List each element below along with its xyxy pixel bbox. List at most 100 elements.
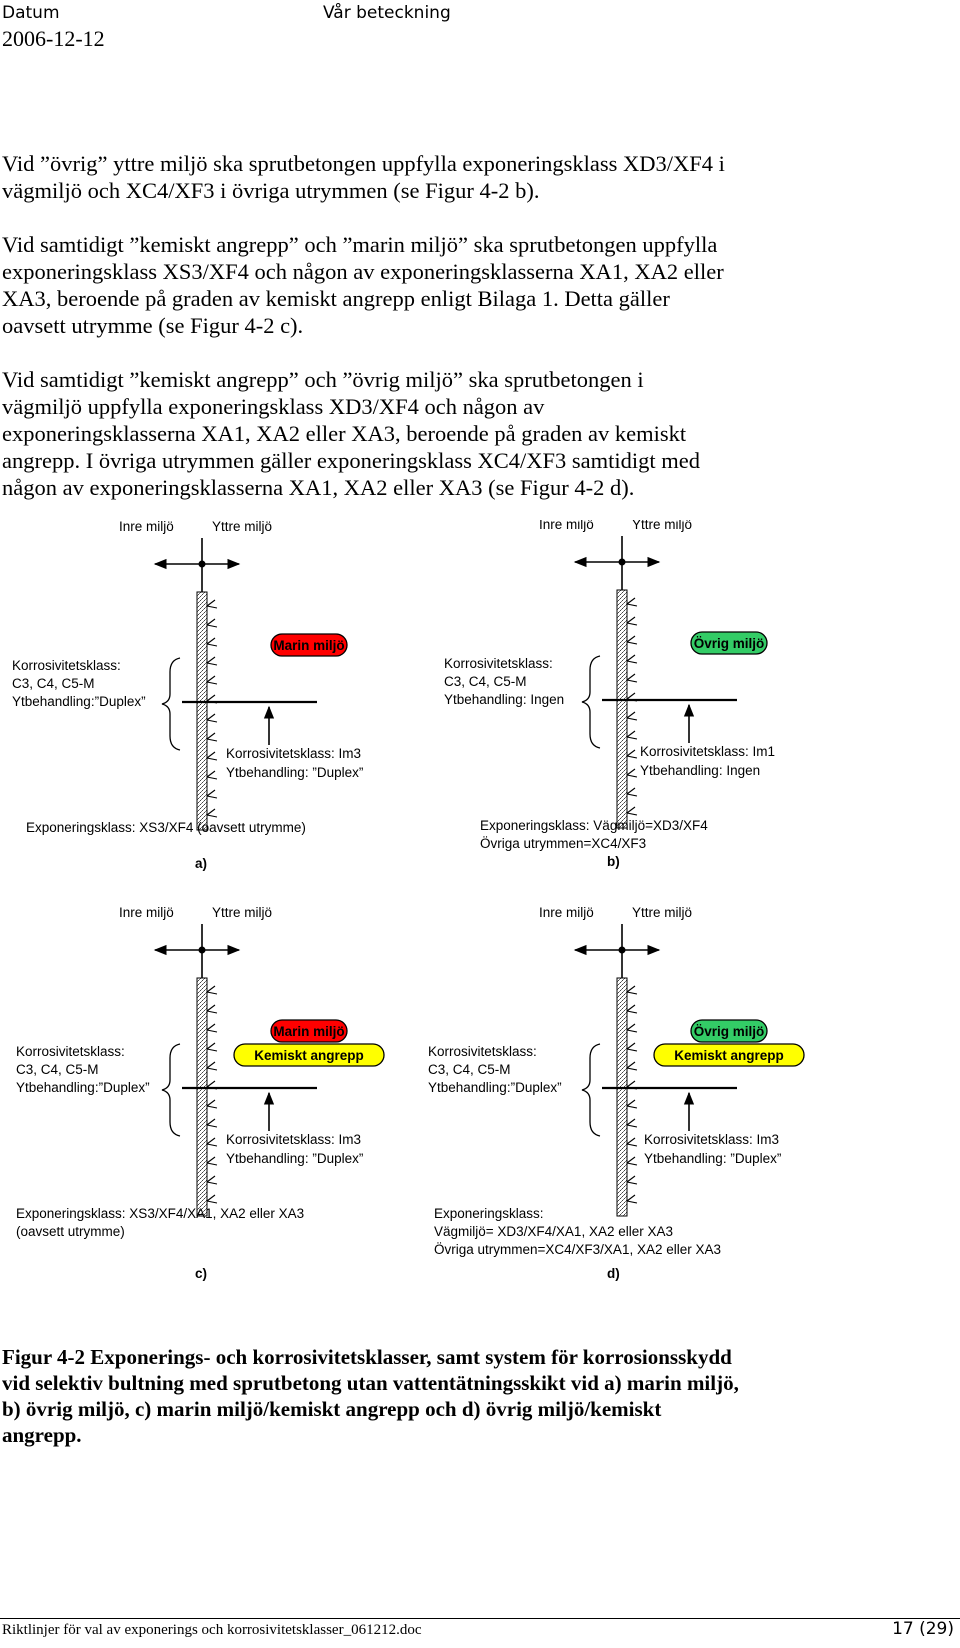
rock-tick-mark [626, 654, 638, 664]
rock-tick-mark [626, 1118, 638, 1128]
rock-tick-mark [626, 806, 638, 816]
left-annotation-line: Ytbehandling: Ingen [444, 692, 564, 707]
outer-environment-label: Yttre miljö [632, 905, 692, 920]
text-line: XA3, beroende på graden av kemiskt angre… [2, 286, 670, 311]
left-brace [161, 657, 181, 751]
text-line: Vid samtidigt ”kemiskt angrepp” och ”övr… [2, 367, 644, 392]
outer-environment-label: Yttre miljö [212, 905, 272, 920]
panel-tag: b) [607, 854, 620, 869]
rock-tick-mark [626, 1099, 638, 1109]
exposure-class-line: Vägmiljö= XD3/XF4/XA1, XA2 eller XA3 [434, 1224, 673, 1239]
footer-filename: Riktlinjer för val av exponerings och ko… [2, 1622, 422, 1638]
right-annotation-line: Korrosivitetsklass: Im3 [226, 1132, 361, 1147]
rock-tick-mark [206, 599, 218, 609]
left-annotation-line: Ytbehandling:”Duplex” [16, 1080, 150, 1095]
rock-tick-mark [206, 770, 218, 780]
environment-badge [233, 1043, 385, 1067]
page-number: 17 (29) [892, 1619, 954, 1639]
rock-tick-mark [206, 751, 218, 761]
rock-tick-mark [206, 789, 218, 799]
text-line: vägmiljö uppfylla exponeringsklass XD3/X… [2, 394, 545, 419]
exposure-class-line: Exponeringsklass: XS3/XF4/XA1, XA2 eller… [16, 1206, 304, 1221]
environment-badge [270, 633, 348, 657]
text-line: angrepp. I övriga utrymmen gäller expone… [2, 448, 700, 473]
rock-tick-mark [626, 1004, 638, 1014]
left-annotation-line: C3, C4, C5-M [16, 1062, 99, 1077]
caption-line: Figur 4-2 Exponerings- och korrosivitets… [2, 1345, 732, 1369]
environment-badge-label: Marin miljö [273, 638, 344, 653]
concrete-wall [196, 591, 208, 831]
inner-environment-label: Inre miljö [539, 905, 594, 920]
var-beteckning-label: Vår beteckning [323, 3, 451, 23]
rock-tick-mark [206, 1099, 218, 1109]
rock-tick-mark [206, 1156, 218, 1166]
rock-tick-mark [626, 787, 638, 797]
rock-tick-mark [626, 1175, 638, 1185]
boundary-dot [198, 946, 206, 954]
rock-tick-mark [206, 675, 218, 685]
right-annotation-line: Ytbehandling: Ingen [640, 763, 760, 778]
text-line: Vid samtidigt ”kemiskt angrepp” och ”mar… [2, 232, 718, 257]
footer-rule [0, 1618, 960, 1619]
caption-line: angrepp. [2, 1423, 82, 1447]
rock-tick-mark [626, 1156, 638, 1166]
rock-tick-mark [626, 635, 638, 645]
rock-tick-mark [626, 1194, 638, 1204]
right-annotation-line: Korrosivitetsklass: Im3 [226, 746, 361, 761]
rock-tick-mark [626, 985, 638, 995]
panel-tag: d) [607, 1266, 620, 1281]
boundary-dot [618, 558, 626, 566]
rock-tick-mark [626, 616, 638, 626]
rock-tick-mark [626, 768, 638, 778]
exposure-class-line: Exponeringsklass: XS3/XF4 (oavsett utrym… [26, 820, 306, 835]
exposure-class-line: Övriga utrymmen=XC4/XF3 [480, 836, 646, 851]
rock-tick-mark [206, 808, 218, 818]
rock-tick-mark [626, 749, 638, 759]
rock-tick-mark [206, 1118, 218, 1128]
left-brace [581, 655, 601, 749]
text-line: vägmiljö och XC4/XF3 i övriga utrymmen (… [2, 178, 540, 203]
rock-tick-mark [206, 1194, 218, 1204]
left-brace [161, 1043, 181, 1137]
outer-environment-label: Yttre miljö [212, 520, 272, 534]
diagram-panel-d: Inre miljö Yttre miljöKorrosivitetsklass:… [428, 905, 805, 1281]
paragraph-marin-kemiskt: Vid samtidigt ”kemiskt angrepp” och ”mar… [2, 231, 952, 339]
exposure-class-line: Exponeringsklass: [434, 1206, 544, 1221]
diagram-panel-a: Inre miljö Yttre miljöKorrosivitetsklass:… [12, 520, 363, 871]
rock-tick-mark [626, 730, 638, 740]
paragraph-ovrig: Vid ”övrig” yttre miljö ska sprutbetonge… [2, 150, 952, 204]
environment-badge-label: Kemiskt angrepp [254, 1048, 364, 1063]
environment-badge-label: Övrig miljö [694, 1024, 765, 1039]
environment-badge [690, 631, 768, 655]
rock-tick-mark [206, 637, 218, 647]
figure-caption: Figur 4-2 Exponerings- och korrosivitets… [2, 1344, 952, 1448]
document-date: 2006-12-12 [2, 26, 105, 51]
environment-badge [270, 1019, 348, 1043]
rock-tick-mark [626, 597, 638, 607]
left-annotation-line: C3, C4, C5-M [444, 674, 527, 689]
rock-tick-mark [626, 1023, 638, 1033]
left-annotation-line: Korrosivitetsklass: [428, 1044, 537, 1059]
rock-tick-mark [206, 656, 218, 666]
environment-badge [690, 1019, 768, 1043]
caption-line: b) övrig miljö, c) marin miljö/kemiskt a… [2, 1397, 662, 1421]
environment-badge [653, 1043, 805, 1067]
left-annotation-line: Korrosivitetsklass: [12, 658, 121, 673]
inner-environment-label: Inre miljö [119, 905, 174, 920]
left-annotation-line: Korrosivitetsklass: [16, 1044, 125, 1059]
right-annotation-line: Ytbehandling: ”Duplex” [226, 765, 363, 780]
left-annotation-line: Ytbehandling:”Duplex” [12, 694, 146, 709]
boundary-dot [618, 946, 626, 954]
rock-tick-mark [206, 1023, 218, 1033]
left-annotation-line: C3, C4, C5-M [12, 676, 95, 691]
panel-tag: a) [195, 856, 207, 871]
left-annotation-line: Ytbehandling:”Duplex” [428, 1080, 562, 1095]
rock-tick-mark [206, 713, 218, 723]
inner-environment-label: Inre miljö [119, 520, 174, 534]
concrete-wall [196, 977, 208, 1217]
text-line: någon av exponeringsklasserna XA1, XA2 e… [2, 475, 635, 500]
concrete-wall [616, 977, 628, 1217]
rock-tick-mark [206, 1175, 218, 1185]
paragraph-ovrig-kemiskt: Vid samtidigt ”kemiskt angrepp” och ”övr… [2, 366, 952, 501]
